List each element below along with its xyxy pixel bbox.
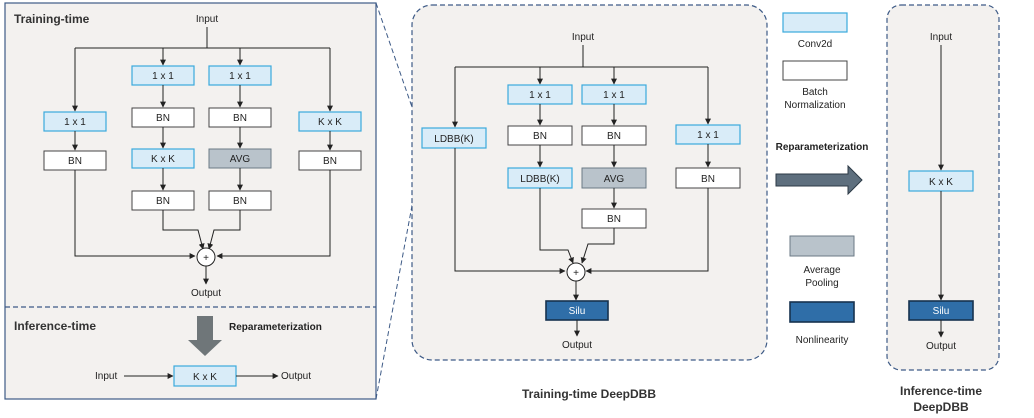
training-time-title: Training-time: [14, 12, 90, 26]
a-branch2-conv2-label: K x K: [151, 154, 175, 165]
b-branch1-ldbb: [421, 127, 487, 149]
inference-deepdbb-caption-1: Inference-time: [900, 384, 982, 398]
c-silu-label: Silu: [933, 306, 950, 317]
c-conv-label: K x K: [929, 177, 953, 188]
b-silu-label: Silu: [569, 306, 586, 317]
a-branch3-conv-label: 1 x 1: [229, 71, 251, 82]
b-branch4-conv-label: 1 x 1: [697, 130, 719, 141]
b-branch3-bn2-label: BN: [607, 214, 621, 225]
inference-time-title: Inference-time: [14, 319, 96, 333]
a-inf-output-label: Output: [281, 371, 311, 382]
b-branch4-bn-label: BN: [701, 174, 715, 185]
training-deepdbb-caption: Training-time DeepDBB: [522, 387, 656, 401]
b-branch2-bn-label: BN: [533, 131, 547, 142]
legend-avg-label-2: Pooling: [805, 278, 838, 289]
a-branch3-bn1-label: BN: [233, 113, 247, 124]
a-branch3-avg-label: AVG: [230, 154, 251, 165]
panel-b-input-label: Input: [572, 32, 594, 43]
legend-avg-swatch: [789, 235, 855, 257]
panel-b-output-label: Output: [562, 340, 592, 351]
panel-c-output-label: Output: [926, 341, 956, 352]
legend-conv2d-swatch: [782, 12, 848, 33]
legend-nonlin-label: Nonlinearity: [796, 335, 849, 346]
legend-reparam-arrow: [775, 164, 863, 196]
a-branch1-conv-label: 1 x 1: [64, 117, 86, 128]
panel-c: Input K x K Silu Output: [886, 4, 1000, 371]
panel-c-input-label: Input: [930, 32, 952, 43]
a-reparam-label: Reparameterization: [229, 322, 322, 333]
b-branch2-ldbb-label: LDBB(K): [520, 174, 559, 185]
a-branch2-bn1-label: BN: [156, 113, 170, 124]
a-inf-input-label: Input: [95, 371, 117, 382]
legend-bn-label-1: Batch: [802, 87, 828, 98]
legend-silu-swatch: [789, 301, 855, 323]
a-branch3-bn2-label: BN: [233, 196, 247, 207]
a-inf-conv-label: K x K: [193, 372, 217, 383]
b-branch3-conv-label: 1 x 1: [603, 90, 625, 101]
b-branch3-bn1-label: BN: [607, 131, 621, 142]
a-reparam-arrow: [188, 316, 222, 356]
a-branch2-conv1-label: 1 x 1: [152, 71, 174, 82]
legend-bn-label-2: Normalization: [784, 100, 845, 111]
legend-conv2d-label: Conv2d: [798, 39, 832, 50]
a-branch4-bn-label: BN: [323, 156, 337, 167]
b-branch3-avg-label: AVG: [604, 174, 625, 185]
a-branch2-bn2-label: BN: [156, 196, 170, 207]
legend-avg-label-1: Average: [803, 265, 841, 276]
inference-deepdbb-caption-2: DeepDBB: [913, 400, 969, 414]
a-branch4-conv-label: K x K: [318, 117, 342, 128]
panel-b: Input LDBB(K) 1 x 1 BN LDBB(K) 1 x 1 BN …: [411, 4, 768, 361]
a-sum-plus: +: [203, 253, 209, 264]
legend-reparam-label: Reparameterization: [776, 142, 869, 153]
legend: Conv2d Batch Normalization Reparameteriz…: [775, 12, 869, 346]
legend-bn-swatch: [782, 60, 848, 81]
b-branch1-ldbb-label: LDBB(K): [434, 134, 473, 145]
panel-a-input-label: Input: [196, 14, 218, 25]
b-sum-plus: +: [573, 268, 579, 279]
a-branch1-bn-label: BN: [68, 156, 82, 167]
b-branch2-conv-label: 1 x 1: [529, 90, 551, 101]
panel-a-output-label: Output: [191, 288, 221, 299]
panel-a: Training-time Input 1 x 1 BN 1 x 1 BN K …: [4, 2, 377, 400]
